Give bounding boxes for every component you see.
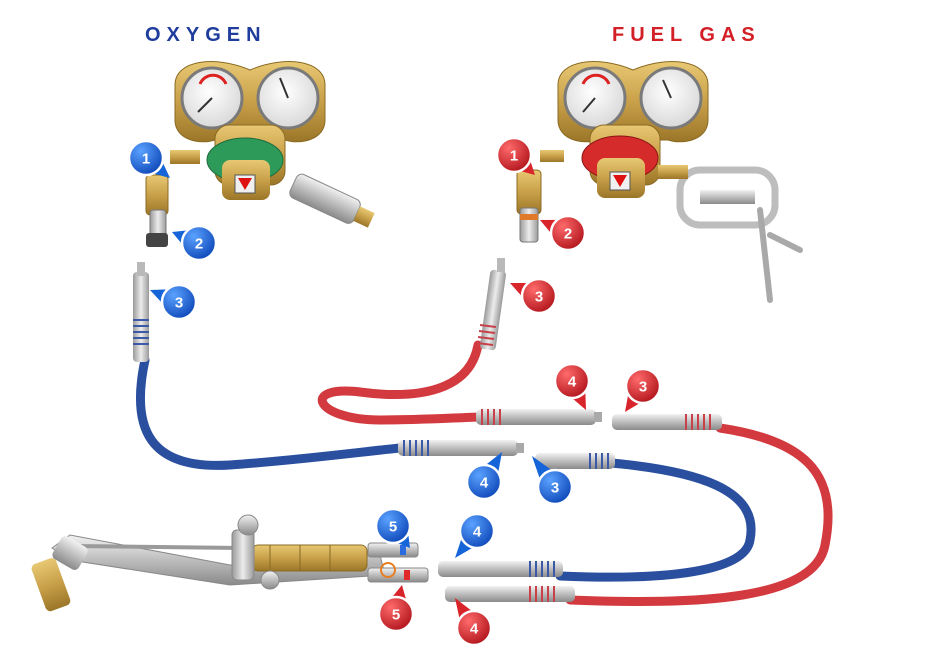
callout-pointer (153, 162, 170, 178)
callout-pointer (571, 391, 586, 410)
callout-number: 5 (392, 607, 400, 624)
fuel-hose (317, 340, 833, 606)
fuel-regulator (516, 61, 803, 303)
callout-number: 5 (389, 519, 397, 536)
callout-fuel-3b: 3 (624, 367, 662, 412)
callout-circle (127, 139, 165, 177)
callout-oxy-3a: 3 (150, 283, 198, 321)
callout-number: 3 (175, 295, 183, 312)
callout-number: 3 (639, 379, 647, 396)
callout-pointer (455, 538, 474, 558)
callout-number: 3 (535, 289, 543, 306)
callout-number: 2 (195, 236, 203, 253)
callout-oxy-4a: 4 (465, 452, 503, 501)
oxygen-connector-torch (438, 561, 563, 577)
oxygen-regulator (145, 61, 375, 247)
callout-number: 1 (510, 148, 518, 165)
callout-pointer (625, 394, 641, 412)
callout-circle (553, 362, 591, 400)
callout-pointer (519, 160, 535, 175)
callout-circle (624, 367, 662, 405)
oxygen-connector-mid-mate (535, 453, 615, 469)
callout-fuel-5: 5 (377, 585, 415, 633)
callout-number: 4 (470, 621, 479, 638)
callout-number: 4 (473, 524, 482, 541)
callout-circle (374, 507, 412, 545)
callout-circle (377, 595, 415, 633)
oxygen-connector-mid (398, 440, 524, 456)
callout-circle (180, 224, 218, 262)
torch-nozzle (31, 536, 88, 612)
callout-number: 2 (564, 226, 572, 243)
callout-fuel-3a: 3 (510, 277, 558, 315)
callout-number: 3 (551, 480, 559, 497)
cutting-torch (31, 514, 429, 612)
oxygen-hose (135, 355, 756, 582)
callout-fuel-4a: 4 (553, 362, 591, 410)
callout-oxy-3b: 3 (532, 456, 574, 506)
callout-circle (455, 609, 493, 647)
callout-fuel-4b: 4 (455, 598, 493, 647)
callout-oxy-5: 5 (374, 507, 412, 548)
fuel-hose-fitting-regulator (476, 258, 506, 351)
callout-oxy-2: 2 (172, 224, 218, 262)
callout-circle (536, 468, 574, 506)
callout-circle (465, 463, 503, 501)
oxygen-title: OXYGEN (145, 24, 267, 46)
fuel-connector-torch (445, 586, 575, 602)
callout-number: 1 (142, 151, 150, 168)
callout-number: 4 (568, 374, 577, 391)
torch-handle (251, 544, 368, 572)
callout-circle (160, 283, 198, 321)
torch-oxygen-inlet (367, 542, 419, 558)
callout-circle (520, 277, 558, 315)
fuel-gas-title: FUEL GAS (612, 24, 761, 46)
callout-oxy-1: 1 (127, 139, 170, 178)
callout-fuel-2: 2 (540, 214, 587, 252)
callout-circle (549, 214, 587, 252)
callout-oxy-4b: 4 (455, 512, 496, 558)
callout-circle (495, 136, 533, 174)
callout-number: 4 (480, 475, 489, 492)
fuel-connector-mid-mate (612, 414, 722, 430)
oxygen-hose-fitting-regulator (133, 262, 149, 362)
callout-fuel-1: 1 (495, 136, 535, 175)
fuel-connector-mid (476, 409, 602, 425)
callout-circle (458, 512, 496, 550)
fuel-cylinder-clamp (676, 166, 803, 303)
torch-fuel-inlet (367, 562, 429, 583)
